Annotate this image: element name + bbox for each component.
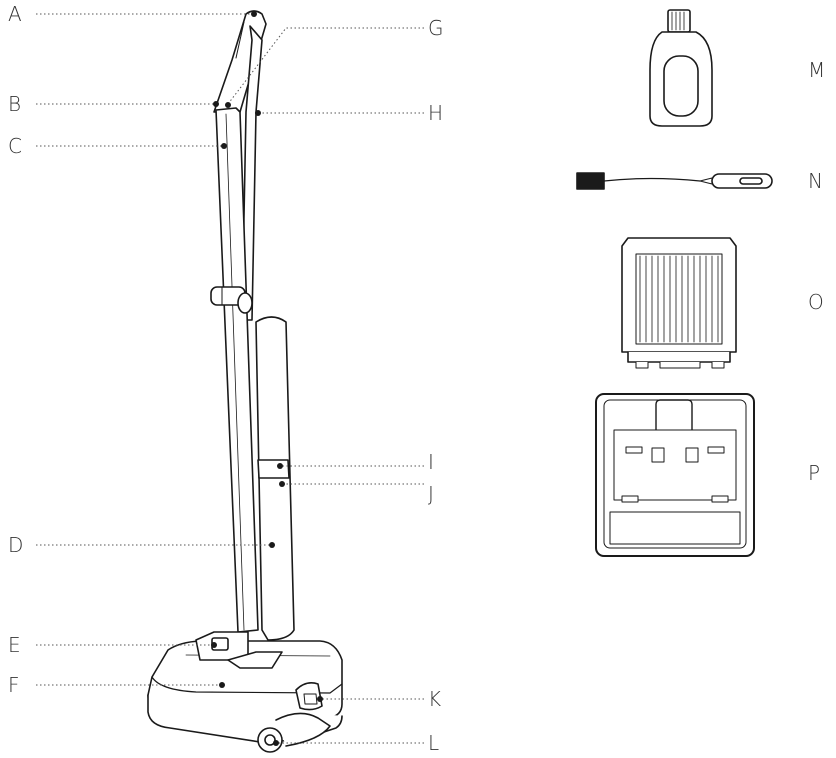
- label-E: E: [8, 633, 21, 657]
- label-A: A: [8, 2, 22, 26]
- leader-lines: [36, 13, 424, 744]
- side-port: [295, 682, 323, 711]
- label-L: L: [428, 731, 440, 755]
- dot-K: [317, 696, 323, 702]
- dot-C: [221, 143, 227, 149]
- label-H: H: [428, 101, 444, 125]
- cleaning-solution-bottle: [649, 9, 713, 127]
- top-panel: [195, 631, 283, 669]
- label-C: C: [8, 134, 22, 158]
- label-M: M: [808, 58, 826, 82]
- pole-clip: [210, 286, 253, 314]
- dot-G: [225, 102, 231, 108]
- label-F: F: [8, 673, 20, 697]
- label-J: J: [428, 482, 434, 506]
- charging-base: [595, 393, 755, 557]
- label-B: B: [8, 92, 22, 116]
- charger-cable: [576, 172, 773, 190]
- dot-E: [211, 642, 217, 648]
- dot-D: [269, 542, 275, 548]
- dot-L: [273, 740, 279, 746]
- water-tank: [255, 316, 295, 641]
- label-I: I: [428, 450, 434, 474]
- label-K: K: [428, 687, 442, 711]
- label-D: D: [8, 533, 24, 557]
- dot-F: [219, 682, 225, 688]
- label-N: N: [808, 169, 823, 193]
- dot-A: [251, 11, 257, 17]
- dot-J: [279, 481, 285, 487]
- dot-B: [213, 101, 219, 107]
- main-pole: [215, 107, 259, 633]
- label-G: G: [428, 16, 444, 40]
- leader-dots: [211, 11, 323, 746]
- filter: [621, 237, 737, 369]
- dot-H: [255, 110, 261, 116]
- label-O: O: [808, 290, 824, 314]
- dot-I: [277, 463, 283, 469]
- label-P: P: [808, 461, 821, 485]
